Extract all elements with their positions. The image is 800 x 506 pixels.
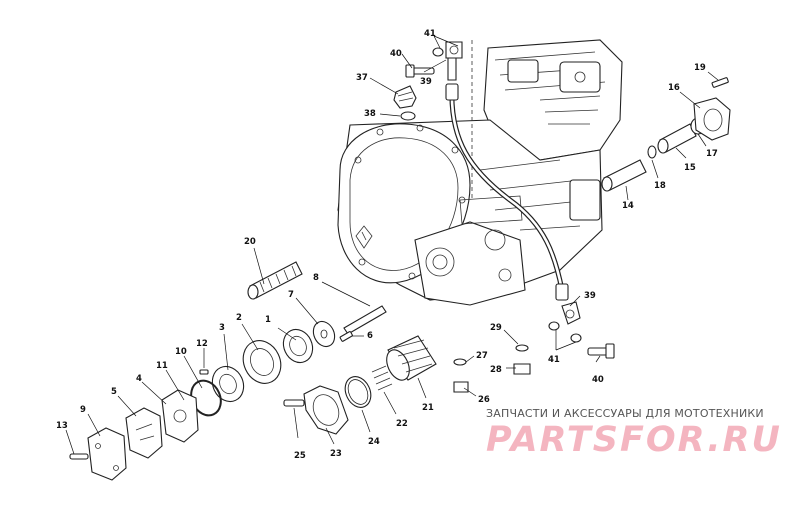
callout-16: 16	[668, 83, 680, 93]
callout-12: 12	[196, 339, 208, 349]
oil-filter	[371, 335, 437, 391]
callout-17: 17	[706, 149, 718, 159]
oil-pump-assembly	[69, 261, 387, 481]
callout-7: 7	[288, 290, 294, 300]
callout-11: 11	[156, 361, 168, 371]
drain-plugs	[453, 344, 531, 393]
callout-3: 3	[219, 323, 225, 333]
callout-41-lower: 41	[548, 355, 560, 365]
callout-13: 13	[56, 421, 68, 431]
callout-24: 24	[368, 437, 380, 447]
callout-6: 6	[367, 331, 373, 341]
callout-40-top: 40	[390, 49, 402, 59]
callout-18: 18	[654, 181, 666, 191]
callout-4: 4	[136, 374, 142, 384]
oil-filler-cap	[393, 85, 417, 121]
callout-8: 8	[313, 273, 319, 283]
callout-28: 28	[490, 365, 502, 375]
banjo-fitting-lower	[548, 301, 615, 359]
engine-assembly	[337, 39, 623, 306]
callout-41-top: 41	[424, 29, 436, 39]
callout-25: 25	[294, 451, 306, 461]
callout-29: 29	[490, 323, 502, 333]
callout-21: 21	[422, 403, 434, 413]
callout-22: 22	[396, 419, 408, 429]
callout-15: 15	[684, 163, 696, 173]
callout-39-top: 39	[420, 77, 432, 87]
callout-40-lower: 40	[592, 375, 604, 385]
callout-14: 14	[622, 201, 634, 211]
callout-10: 10	[175, 347, 187, 357]
callout-27: 27	[476, 351, 488, 361]
callout-20: 20	[244, 237, 256, 247]
callout-labels: 1 2 3 4 5 6 7 8 9 10 11 12 13 14 15 16 1…	[56, 29, 718, 461]
callout-26: 26	[478, 395, 490, 405]
pipe-assembly-right	[601, 77, 731, 192]
filter-cover	[283, 376, 372, 435]
callout-9: 9	[80, 405, 86, 415]
watermark-logo: PARTSFOR.RU	[486, 420, 782, 460]
callout-38: 38	[364, 109, 376, 119]
watermark-tagline: ЗАПЧАСТИ И АКСЕССУАРЫ ДЛЯ МОТОТЕХНИКИ	[486, 407, 764, 420]
callout-2: 2	[236, 313, 242, 323]
callout-1: 1	[265, 315, 271, 325]
oil-line	[445, 83, 569, 301]
callout-5: 5	[111, 387, 117, 397]
banjo-fitting-top	[405, 41, 463, 81]
callout-19: 19	[694, 63, 706, 73]
callout-37: 37	[356, 73, 368, 83]
leader-lines	[65, 35, 719, 455]
callout-39-lower: 39	[584, 291, 596, 301]
callout-23: 23	[330, 449, 342, 459]
